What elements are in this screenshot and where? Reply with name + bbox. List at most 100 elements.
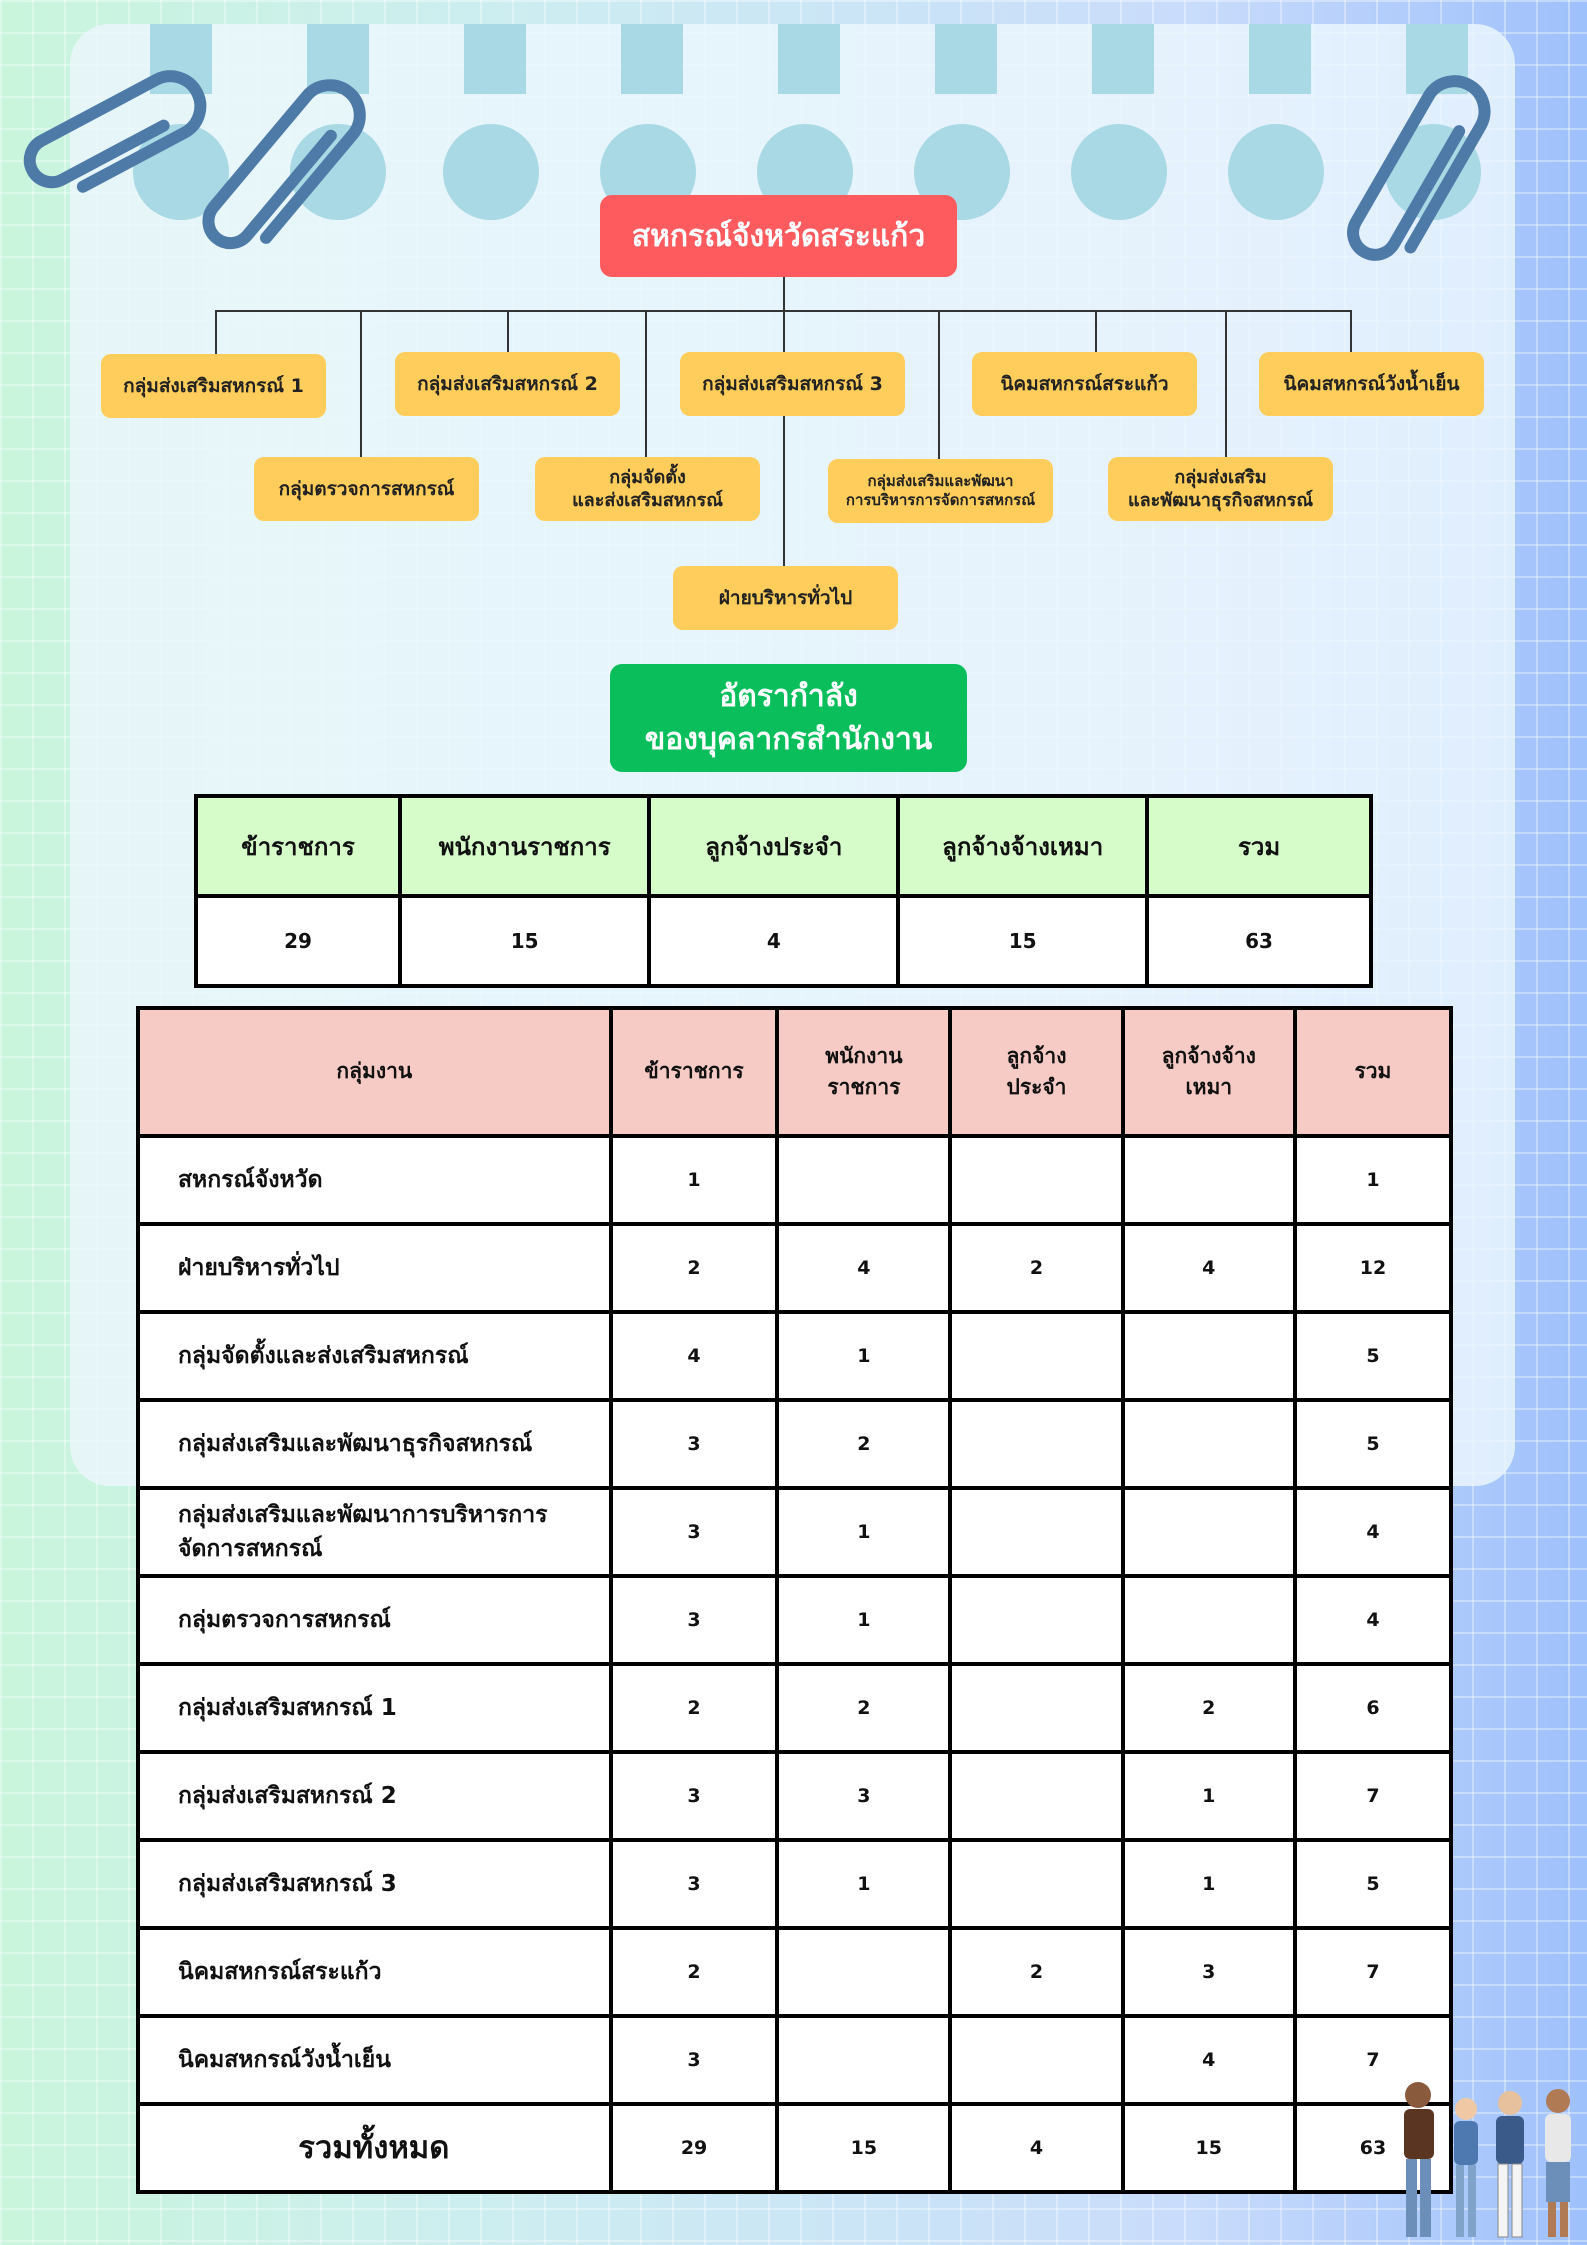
org-unit-label: และพัฒนาธุรกิจสหกรณ์ [1127,490,1314,511]
org-unit-promotion-2: กลุ่มส่งเสริมสหกรณ์ 2 [395,352,620,416]
cell-total: 7 [1292,1750,1454,1842]
group-name: กลุ่มส่งเสริมสหกรณ์ 1 [178,1694,397,1721]
cell-civil: 2 [608,1662,780,1754]
connector-line [1350,310,1352,354]
group-name: นิคมสหกรณ์สระแก้ว [178,1958,382,1985]
summary-header-row: ข้าราชการ พนักงานราชการ ลูกจ้างประจำ ลูก… [194,794,1373,898]
group-name: กลุ่มส่งเสริมสหกรณ์ 3 [178,1870,397,1897]
org-unit-business: กลุ่มส่งเสริม และพัฒนาธุรกิจสหกรณ์ [1108,457,1333,521]
cell-gov: 3 [775,1750,953,1842]
header-line: เหมา [1185,1075,1233,1099]
detail-header-total: รวม [1292,1006,1454,1138]
group-name: สหกรณ์จังหวัด [178,1166,323,1193]
group-name: จัดการสหกรณ์ [178,1536,323,1562]
cell-total: 5 [1292,1398,1454,1490]
detail-header-contract: ลูกจ้างจ้าง เหมา [1120,1006,1297,1138]
cell-civil: 3 [608,1838,780,1930]
org-unit-management: กลุ่มส่งเสริมและพัฒนา การบริหารการจัดการ… [828,459,1053,523]
connector-line [1225,310,1227,457]
org-unit-label: การบริหารการจัดการสหกรณ์ [845,491,1036,509]
header-line: ลูกจ้าง [1006,1043,1067,1068]
notebook-tab [778,24,840,94]
cell-gov: 2 [775,1398,953,1490]
org-unit-promotion-3: กลุ่มส่งเสริมสหกรณ์ 3 [680,352,905,416]
workforce-title-line: อัตรากำลัง [719,678,858,714]
group-name: กลุ่มส่งเสริมและพัฒนาธุรกิจสหกรณ์ [178,1430,533,1457]
org-top-unit: สหกรณ์จังหวัดสระแก้ว [600,195,957,277]
connector-line [360,310,362,457]
summary-header: พนักงานราชการ [397,794,652,898]
group-name-cell: กลุ่มส่งเสริมและพัฒนาการบริหารการจัดการส… [136,1486,613,1578]
cell-perm [948,1838,1125,1930]
group-name-cell: กลุ่มตรวจการสหกรณ์ [136,1574,613,1666]
detail-header-gov-employee: พนักงาน ราชการ [775,1006,953,1138]
notebook-tab [1249,24,1311,94]
connector-line [783,277,785,312]
cell-contract [1120,1134,1297,1226]
total-label: รวมทั้งหมด [136,2102,613,2194]
cell-perm [948,1134,1125,1226]
group-name-cell: สหกรณ์จังหวัด [136,1134,613,1226]
cell-total: 5 [1292,1838,1454,1930]
cell-contract [1120,1486,1297,1578]
group-name-cell: ฝ่ายบริหารทั่วไป [136,1222,613,1314]
summary-header: ลูกจ้างประจำ [647,794,901,898]
connector-line [507,310,509,352]
org-unit-label: กลุ่มจัดตั้ง [609,466,686,488]
header-line: ประจำ [1006,1075,1067,1099]
summary-value: 63 [1145,894,1373,988]
summary-value: 15 [896,894,1150,988]
org-unit-establishment: กลุ่มจัดตั้ง และส่งเสริมสหกรณ์ [535,457,760,521]
binder-hole [1228,124,1324,220]
group-name-cell: นิคมสหกรณ์สระแก้ว [136,1926,613,2018]
cell-gov: 1 [775,1574,953,1666]
detail-header-civil: ข้าราชการ [608,1006,780,1138]
cell-contract: 4 [1120,2014,1297,2106]
workforce-title-line: ของบุคลากรสำนักงาน [644,722,933,757]
workforce-title: อัตรากำลัง ของบุคลากรสำนักงาน [610,664,967,772]
org-unit-audit: กลุ่มตรวจการสหกรณ์ [254,457,479,521]
connector-line [783,310,785,568]
cell-perm [948,2014,1125,2106]
summary-header: ข้าราชการ [194,794,402,898]
cell-civil: 1 [608,1134,780,1226]
group-name-cell: กลุ่มส่งเสริมสหกรณ์ 1 [136,1662,613,1754]
cell-gov: 2 [775,1662,953,1754]
connector-line [938,310,940,459]
notebook-tab [464,24,526,94]
total-cell-gov: 15 [775,2102,953,2194]
group-name-cell: กลุ่มส่งเสริมสหกรณ์ 3 [136,1838,613,1930]
cell-civil: 2 [608,1926,780,2018]
header-line: พนักงาน [825,1043,903,1068]
cell-contract [1120,1310,1297,1402]
detail-table: กลุ่มงาน ข้าราชการ พนักงาน ราชการ ลูกจ้า… [136,1006,1454,2194]
summary-header: ลูกจ้างจ้างเหมา [896,794,1150,898]
cell-total: 12 [1292,1222,1454,1314]
summary-header: รวม [1145,794,1373,898]
summary-value-row: 29 15 4 15 63 [194,894,1373,988]
total-cell-civil: 29 [608,2102,780,2194]
cell-contract: 3 [1120,1926,1297,2018]
table-row: กลุ่มส่งเสริมและพัฒนาการบริหารการจัดการส… [136,1486,1454,1578]
cell-contract: 1 [1120,1750,1297,1842]
cell-total: 4 [1292,1486,1454,1578]
cell-perm [948,1398,1125,1490]
cell-gov: 4 [775,1222,953,1314]
binder-hole [1071,124,1167,220]
group-name-cell: กลุ่มส่งเสริมและพัฒนาธุรกิจสหกรณ์ [136,1398,613,1490]
notebook-tab [935,24,997,94]
cell-perm: 2 [948,1926,1125,2018]
cell-gov: 1 [775,1486,953,1578]
cell-civil: 3 [608,2014,780,2106]
cell-total: 4 [1292,1574,1454,1666]
cell-contract: 1 [1120,1838,1297,1930]
org-unit-label: กลุ่มส่งเสริมและพัฒนา [867,471,1014,490]
